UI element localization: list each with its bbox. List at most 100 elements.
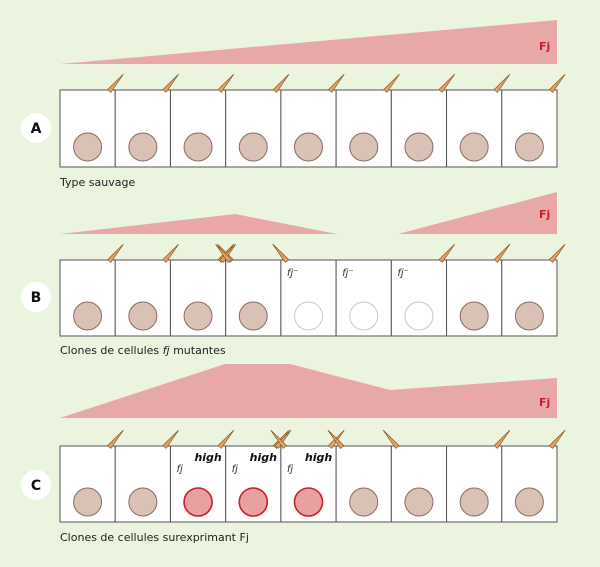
nucleus	[128, 132, 158, 162]
panel-c-letter: C	[31, 478, 41, 494]
cell-genotype-label: fj⁻	[287, 268, 299, 279]
nucleus	[514, 487, 544, 517]
panel-c-gradient-label: Fj	[539, 396, 550, 409]
overexpressing-nucleus	[183, 487, 213, 517]
cell	[382, 429, 448, 523]
panel-c-letter-badge: C	[21, 470, 51, 500]
cell	[59, 73, 124, 168]
crossed-hair	[219, 243, 237, 263]
panel-b-letter: B	[31, 290, 42, 306]
panel-b-gradient-label: Fj	[539, 208, 550, 221]
panel-c-caption: Clones de cellules surexprimant Fj	[60, 531, 249, 544]
nucleus	[459, 487, 489, 517]
cell	[446, 73, 511, 168]
overexpressing-nucleus	[293, 487, 324, 517]
crossed-hair	[274, 429, 292, 449]
nucleus	[404, 487, 434, 517]
cell	[114, 243, 179, 337]
cell-body	[335, 89, 392, 168]
nucleus	[404, 132, 434, 162]
cell	[280, 73, 345, 168]
hair	[107, 73, 124, 93]
hair	[217, 73, 235, 93]
cell	[446, 429, 511, 523]
nucleus	[73, 132, 103, 162]
panel-a-letter: A	[31, 121, 42, 137]
hair	[493, 429, 511, 449]
cell-genotype-label: fj	[176, 464, 183, 475]
panel-b-fj-gradient-right	[398, 192, 557, 234]
crossed-hair	[215, 243, 232, 263]
nucleus	[514, 301, 544, 331]
cell	[225, 73, 290, 168]
nucleus	[183, 301, 213, 331]
cell: fj⁻	[272, 243, 337, 337]
cell	[501, 73, 566, 168]
hair	[438, 73, 455, 93]
hair	[162, 73, 179, 93]
cell	[59, 429, 124, 523]
cell-genotype-label: fj	[232, 464, 239, 475]
cell-genotype-label: fj⁻	[342, 268, 354, 279]
nucleus	[128, 301, 158, 331]
nucleus	[514, 132, 544, 162]
cell	[501, 429, 566, 523]
panel-b-fj-gradient-left	[60, 214, 337, 234]
cell-high-label: high	[305, 451, 332, 464]
nucleus	[73, 301, 103, 331]
cell	[501, 243, 566, 337]
overexpressing-nucleus	[238, 487, 269, 517]
panel-a-fj-gradient	[60, 20, 557, 64]
panel-a-caption: Type sauvage	[59, 176, 135, 189]
cell	[114, 429, 179, 523]
hair	[327, 429, 345, 449]
mutant-nucleus	[404, 301, 434, 331]
cell	[169, 73, 235, 168]
cell	[390, 73, 455, 168]
panel-c-fj-gradient	[60, 364, 557, 418]
panel-a-letter-badge: A	[21, 113, 51, 143]
cell-high-label: high	[250, 451, 277, 464]
cell	[335, 73, 400, 168]
hair	[107, 243, 124, 263]
hair	[493, 243, 511, 263]
cell: fj⁻	[390, 243, 455, 337]
nucleus	[459, 132, 489, 162]
panel-a-cell-row	[59, 73, 566, 168]
hair	[272, 243, 290, 263]
nucleus	[459, 301, 489, 331]
cell	[114, 73, 179, 168]
hair	[382, 429, 400, 449]
mutant-nucleus	[294, 301, 323, 331]
cell-body	[501, 445, 558, 523]
nucleus	[238, 132, 268, 162]
hair	[272, 73, 290, 93]
cell	[446, 243, 511, 337]
hair	[548, 73, 566, 93]
cell	[59, 243, 124, 337]
hair	[162, 429, 179, 449]
hair	[217, 429, 235, 449]
nucleus	[73, 487, 103, 517]
nucleus	[128, 487, 158, 517]
mutant-nucleus	[349, 301, 379, 331]
hair	[548, 243, 566, 263]
cell: fj⁻	[335, 259, 392, 337]
panel-b-letter-badge: B	[21, 282, 51, 312]
hair	[107, 429, 124, 449]
cell-high-label: high	[194, 451, 221, 464]
nucleus	[183, 132, 213, 162]
panel-a-gradient-label: Fj	[539, 40, 550, 53]
cell-genotype-label: fj	[287, 464, 294, 475]
hair	[493, 73, 511, 93]
crossed-hair	[270, 429, 288, 449]
hair	[327, 73, 345, 93]
hair	[548, 429, 566, 449]
nucleus	[349, 132, 379, 162]
